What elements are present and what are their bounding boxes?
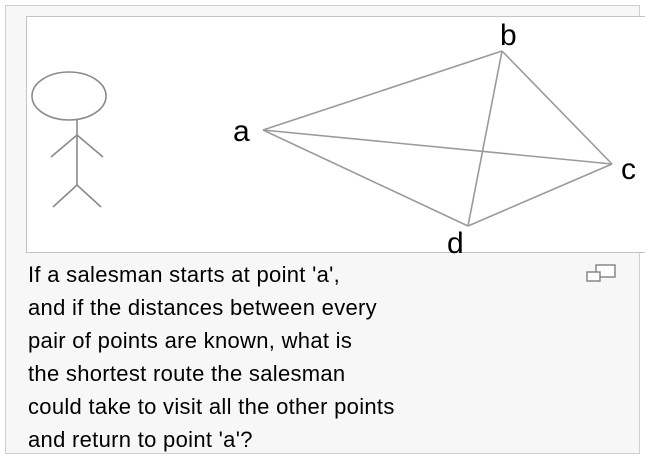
salesman-right-arm — [76, 134, 104, 158]
caption-line: could take to visit all the other points — [28, 394, 395, 419]
salesman-figure — [31, 71, 107, 208]
diagram-image: a b c d — [26, 16, 645, 260]
thumbnail-frame: a b c d If a salesman starts at point 'a… — [5, 5, 645, 456]
salesman-head — [31, 71, 107, 121]
edge-a-c — [262, 129, 613, 165]
enlarge-icon-graphic — [586, 264, 616, 282]
edge-a-b — [262, 50, 503, 131]
vertex-label-a: a — [233, 115, 250, 148]
graph-edges — [262, 50, 613, 227]
vertex-label-c: c — [621, 153, 636, 186]
caption-line: and if the distances between every — [28, 295, 377, 320]
salesman-left-leg — [52, 184, 78, 208]
caption-line: pair of points are known, what is — [28, 328, 353, 353]
salesman-right-leg — [76, 184, 102, 208]
enlarge-icon[interactable] — [584, 263, 618, 285]
vertex-label-b: b — [500, 19, 517, 52]
edge-a-d — [262, 129, 469, 227]
caption-line: the shortest route the salesman — [28, 361, 346, 386]
edge-b-c — [501, 50, 613, 165]
salesman-left-arm — [50, 134, 78, 158]
caption-line: If a salesman starts at point 'a', — [28, 262, 341, 287]
edge-c-d — [467, 163, 613, 227]
caption: If a salesman starts at point 'a', and i… — [28, 258, 628, 456]
graph-diagram: a b c d — [31, 19, 636, 260]
caption-line: and return to point 'a'? — [28, 427, 253, 452]
vertex-label-d: d — [447, 227, 464, 260]
edge-b-d — [467, 50, 503, 227]
